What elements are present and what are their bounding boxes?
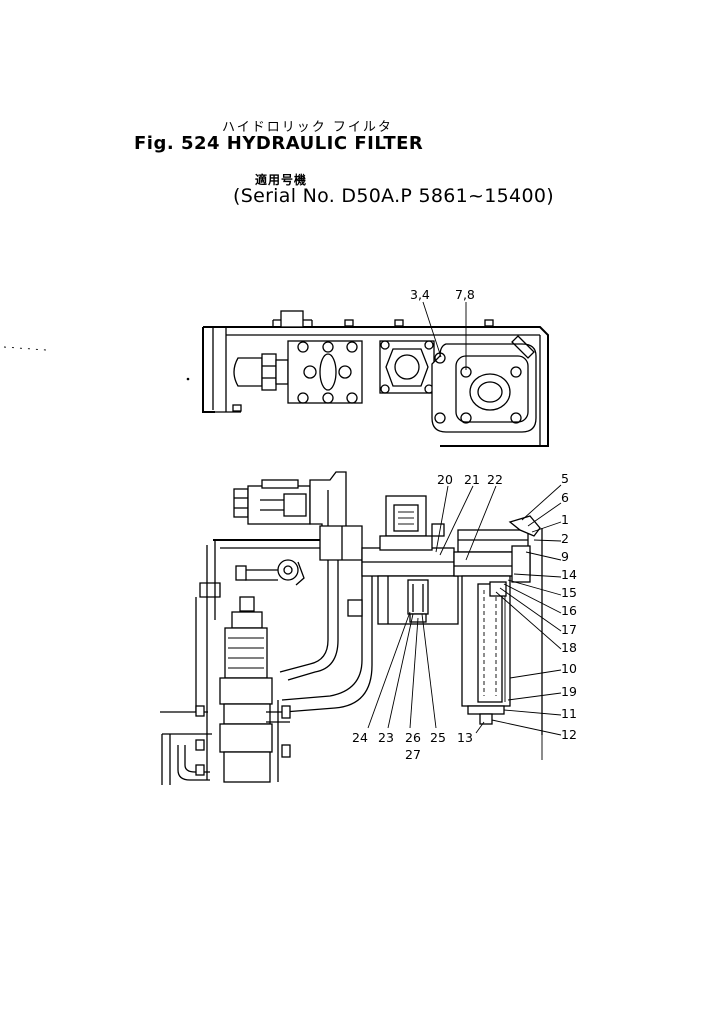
- title-japanese: ハイドロリック フイルタ: [222, 120, 393, 135]
- callout-23: 23: [378, 730, 394, 745]
- callout-19: 19: [561, 684, 577, 699]
- callout-26: 26: [405, 730, 421, 745]
- side-view: [160, 471, 543, 785]
- callout-6: 6: [561, 490, 569, 505]
- callout-15: 15: [561, 585, 577, 600]
- callout-1: 1: [561, 512, 569, 527]
- callout-20: 20: [437, 472, 453, 487]
- callout-12: 12: [561, 727, 577, 742]
- callout-24: 24: [352, 730, 368, 745]
- callout-2: 2: [561, 531, 569, 546]
- callout-5: 5: [561, 471, 569, 486]
- callout-21: 21: [464, 472, 480, 487]
- top-view: [3, 301, 549, 447]
- callout-labels: 3,4 7,8 20 21 22 5 6 1 2 9 14 15 16 17 1…: [352, 287, 577, 762]
- callout-17: 17: [561, 622, 577, 637]
- callout-10: 10: [561, 661, 577, 676]
- callout-16: 16: [561, 603, 577, 618]
- callout-3-4: 3,4: [410, 287, 430, 302]
- callout-18: 18: [561, 640, 577, 655]
- serial-number-range: (Serial No. D50A.P 5861~15400): [233, 185, 554, 207]
- callout-25: 25: [430, 730, 446, 745]
- figure-title: Fig. 524 HYDRAULIC FILTER: [134, 133, 424, 154]
- callout-13: 13: [457, 730, 473, 745]
- callout-22: 22: [487, 472, 503, 487]
- callout-11: 11: [561, 706, 577, 721]
- callout-14: 14: [561, 567, 577, 582]
- callout-9: 9: [561, 549, 569, 564]
- serial-label-japanese: 適用号機: [255, 173, 308, 187]
- callout-27: 27: [405, 747, 421, 762]
- callout-7-8: 7,8: [455, 287, 475, 302]
- leader-lines: [367, 484, 562, 736]
